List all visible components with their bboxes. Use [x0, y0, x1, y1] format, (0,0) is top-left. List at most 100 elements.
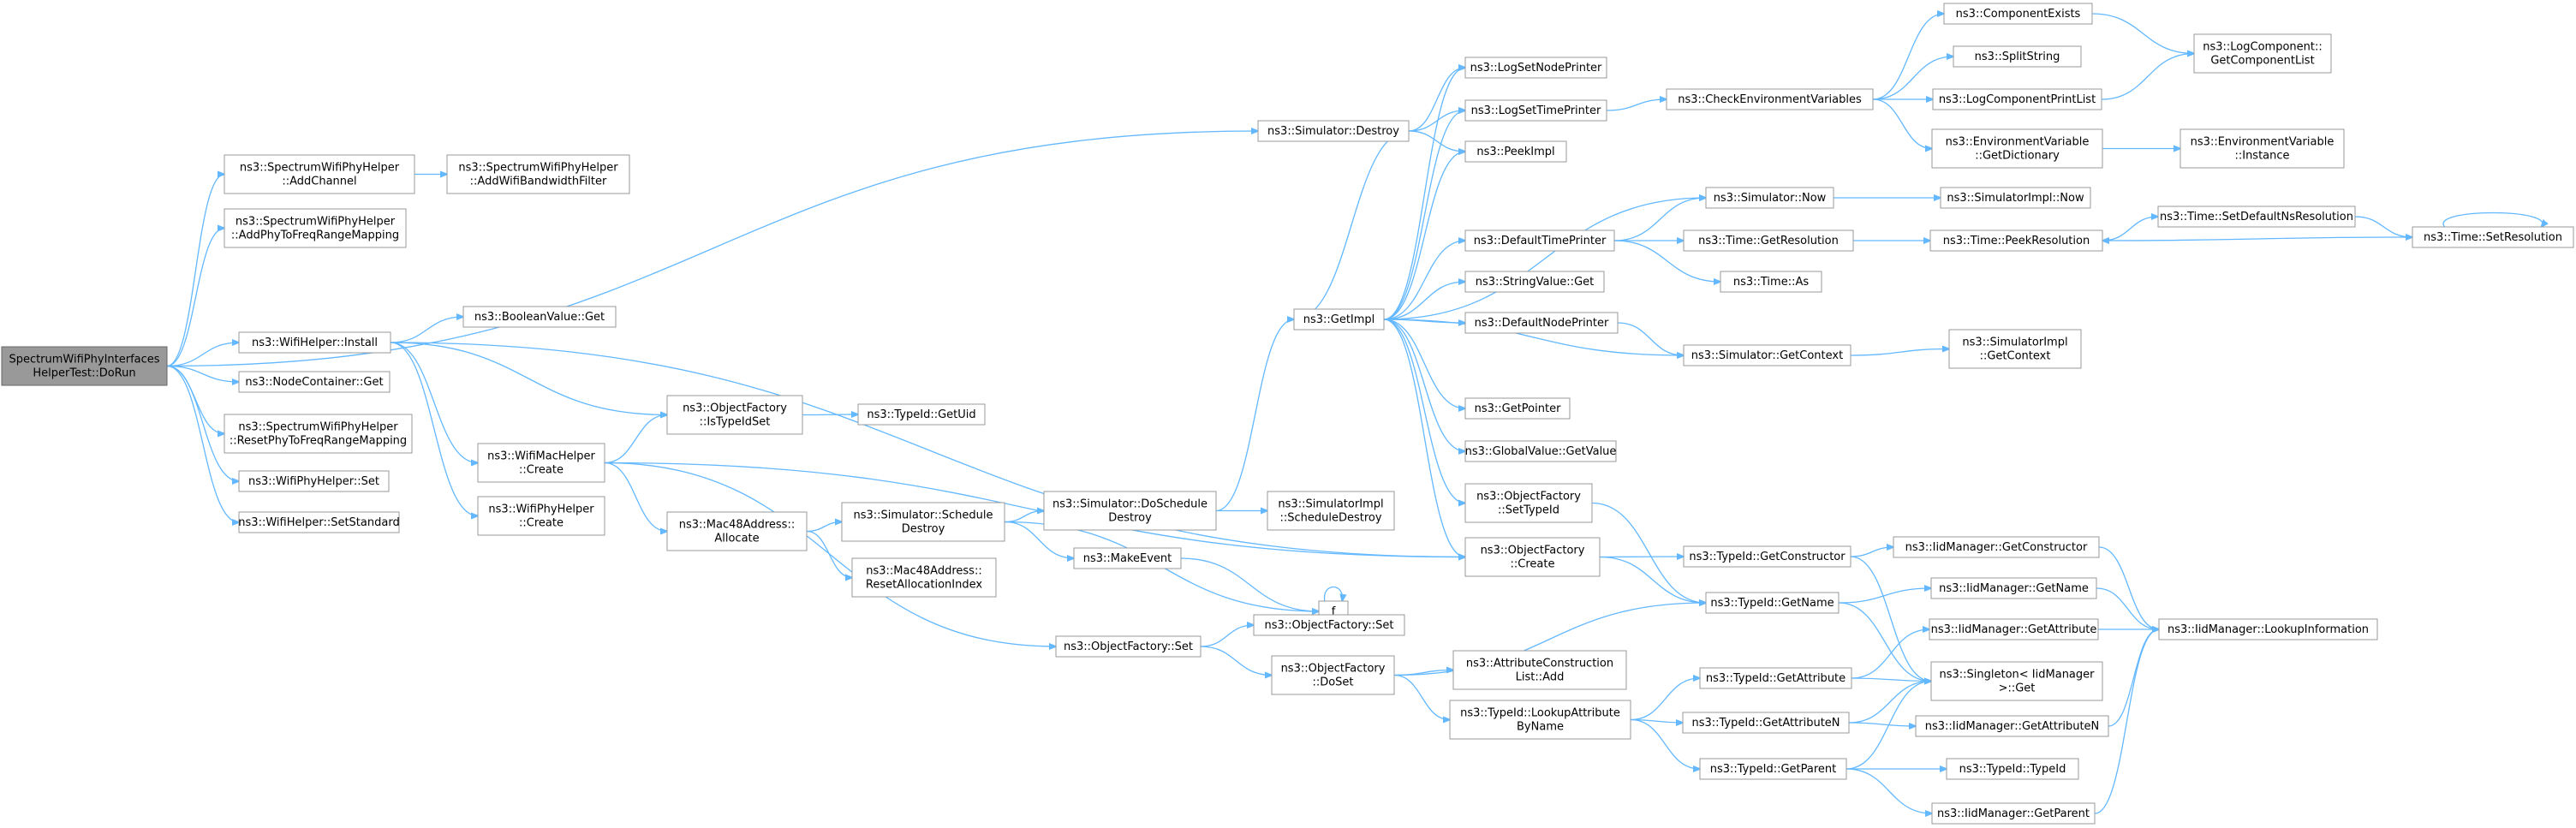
node-label-line: ::IsTypeIdSet — [700, 416, 771, 429]
node-box — [1464, 440, 1617, 462]
node-label-line: ns3::Simulator::DoSchedule — [1052, 498, 1208, 511]
edge-n-maccreate-to-n-ofset — [604, 462, 1056, 647]
node-label-line: ns3::ComponentExists — [1956, 8, 2081, 21]
graph-node-ns3-logcomponent-getcomponentlist[interactable]: ns3::LogComponent::GetComponentList — [2193, 33, 2332, 74]
graph-node-ns3-simulator-destroy[interactable]: ns3::Simulator::Destroy — [1257, 120, 1410, 142]
node-box — [2412, 226, 2574, 248]
graph-node-ns3-spectrumwifiphyhelper-resetphytofreqrangemapping[interactable]: ns3::SpectrumWifiPhyHelper::ResetPhyToFr… — [224, 414, 413, 454]
edge-n-tidgetattrn-to-n-iidgetattrn — [1848, 722, 1916, 726]
node-box — [1452, 650, 1627, 690]
edge-n-tidgetattrn-to-n-singleton — [1848, 682, 1931, 724]
graph-node-ns3-environmentvariable-getdictionary[interactable]: ns3::EnvironmentVariable::GetDictionary — [1931, 128, 2103, 169]
graph-node-ns3-spectrumwifiphyhelper-addwifibandwidthfilter[interactable]: ns3::SpectrumWifiPhyHelper::AddWifiBandw… — [446, 154, 630, 194]
edge-n-getimpl-to-n-strget — [1383, 282, 1465, 320]
node-label-line: ns3::WifiHelper::SetStandard — [238, 516, 399, 529]
node-box — [1, 346, 168, 386]
node-label-line: ::Create — [519, 464, 564, 477]
graph-node-ns3-logsetnodeprinter[interactable]: ns3::LogSetNodePrinter — [1464, 57, 1607, 79]
graph-node-ns3-objectfactory-set[interactable]: ns3::ObjectFactory::Set — [1253, 614, 1405, 636]
graph-node-ns3-typeid-getuid[interactable]: ns3::TypeId::GetUid — [857, 403, 986, 426]
graph-node-ns3-simulatorimpl-getcontext[interactable]: ns3::SimulatorImpl::GetContext — [1948, 329, 2082, 369]
graph-node-ns3-typeid-getattribute[interactable]: ns3::TypeId::GetAttribute — [1699, 667, 1852, 689]
graph-node-ns3-iidmanager-getparent[interactable]: ns3::IidManager::GetParent — [1931, 802, 2096, 825]
node-label-line: ns3::Mac48Address:: — [679, 519, 795, 532]
node-box — [1055, 635, 1202, 658]
graph-node-ns3-iidmanager-lookupinformation[interactable]: ns3::IidManager::LookupInformation — [2158, 618, 2378, 640]
graph-node-ns3-singleton-iidmanager-get[interactable]: ns3::Singleton< IidManager >::Get — [1930, 661, 2103, 701]
graph-node-ns3-mac48address-allocate[interactable]: ns3::Mac48Address::Allocate — [666, 511, 808, 551]
graph-node-ns3-time-setdefaultnsresolution[interactable]: ns3::Time::SetDefaultNsResolution — [2157, 206, 2356, 228]
graph-node-ns3-objectfactory-set[interactable]: ns3::ObjectFactory::Set — [1055, 635, 1202, 658]
graph-node-ns3-wifihelper-install[interactable]: ns3::WifiHelper::Install — [238, 331, 391, 354]
graph-node-ns3-checkenvironmentvariables[interactable]: ns3::CheckEnvironmentVariables — [1666, 88, 1874, 110]
node-label-line: ns3::Simulator::Now — [1714, 192, 1827, 205]
graph-node-ns3-simulatorimpl-now[interactable]: ns3::SimulatorImpl::Now — [1940, 187, 2091, 209]
graph-node-ns3-spectrumwifiphyhelper-addphytofreqrangemapping[interactable]: ns3::SpectrumWifiPhyHelper::AddPhyToFreq… — [224, 208, 407, 248]
graph-node-ns3-iidmanager-getconstructor[interactable]: ns3::IidManager::GetConstructor — [1893, 536, 2100, 558]
node-box — [1464, 140, 1567, 163]
graph-node-spectrumwifiphyinterfaces-helpertest-dorun[interactable]: SpectrumWifiPhyInterfacesHelperTest::DoR… — [1, 346, 168, 386]
node-box — [1683, 545, 1852, 568]
edge-n-ofset-to-n-ofset2 — [1200, 625, 1254, 647]
graph-node-ns3-objectfactory-doset[interactable]: ns3::ObjectFactory::DoSet — [1271, 655, 1395, 695]
graph-node-ns3-time-as[interactable]: ns3::Time::As — [1720, 271, 1822, 293]
edge-n-tidgetattr-to-n-singleton — [1851, 678, 1931, 682]
edge-n-getimpl-to-n-defaulttime — [1383, 241, 1465, 320]
graph-node-ns3-typeid-getattributen[interactable]: ns3::TypeId::GetAttributeN — [1682, 712, 1850, 734]
graph-node-ns3-globalvalue-getvalue[interactable]: ns3::GlobalValue::GetValue — [1464, 440, 1617, 462]
graph-node-ns3-defaulttimeprinter[interactable]: ns3::DefaultTimePrinter — [1464, 229, 1615, 252]
graph-node-ns3-simulator-getcontext[interactable]: ns3::Simulator::GetContext — [1683, 344, 1852, 366]
node-label-line: ns3::LogSetNodePrinter — [1470, 62, 1602, 74]
graph-node-ns3-splitstring[interactable]: ns3::SplitString — [1953, 45, 2082, 68]
graph-node-ns3-time-peekresolution[interactable]: ns3::Time::PeekResolution — [1929, 229, 2103, 252]
graph-node-ns3-stringvalue-get[interactable]: ns3::StringValue::Get — [1464, 271, 1605, 293]
graph-node-ns3-mac48address-resetallocationindex[interactable]: ns3::Mac48Address::ResetAllocationIndex — [851, 557, 997, 598]
graph-node-ns3-typeid-getname[interactable]: ns3::TypeId::GetName — [1705, 592, 1840, 614]
node-label-line: ns3::IidManager::LookupInformation — [2168, 623, 2369, 636]
graph-node-ns3-objectfactory-istypeidset[interactable]: ns3::ObjectFactory::IsTypeIdSet — [666, 395, 803, 435]
graph-node-ns3-makeevent[interactable]: ns3::MakeEvent — [1073, 547, 1182, 569]
graph-node-ns3-simulatorimpl-scheduledestroy[interactable]: ns3::SimulatorImpl::ScheduleDestroy — [1267, 491, 1395, 531]
graph-node-ns3-objectfactory-create[interactable]: ns3::ObjectFactory::Create — [1464, 537, 1601, 577]
graph-node-ns3-wifiphyhelper-create[interactable]: ns3::WifiPhyHelper::Create — [477, 496, 605, 536]
graph-node-ns3-typeid-typeid[interactable]: ns3::TypeId::TypeId — [1946, 758, 2079, 780]
graph-node-ns3-logsettimeprinter[interactable]: ns3::LogSetTimePrinter — [1464, 99, 1607, 122]
node-label-line: ::Instance — [2234, 150, 2289, 163]
node-box — [1293, 308, 1385, 331]
graph-node-ns3-wifihelper-setstandard[interactable]: ns3::WifiHelper::SetStandard — [238, 511, 400, 533]
graph-node-ns3-wifiphyhelper-set[interactable]: ns3::WifiPhyHelper::Set — [238, 470, 390, 492]
edge-n-simdestroy-to-n-getimpl — [1294, 130, 1410, 319]
graph-node-ns3-componentexists[interactable]: ns3::ComponentExists — [1943, 3, 2093, 25]
edge-n-tidgetparent-to-n-iidgetparent — [1846, 768, 1932, 813]
node-box — [1943, 3, 2093, 25]
graph-node-ns3-wifimachelper-create[interactable]: ns3::WifiMacHelper::Create — [477, 443, 605, 483]
graph-node-ns3-defaultnodeprinter[interactable]: ns3::DefaultNodePrinter — [1464, 312, 1619, 334]
graph-node-ns3-iidmanager-getattributen[interactable]: ns3::IidManager::GetAttributeN — [1915, 715, 2109, 737]
graph-node-ns3-iidmanager-getattribute[interactable]: ns3::IidManager::GetAttribute — [1929, 618, 2099, 640]
graph-node-ns3-simulator-now[interactable]: ns3::Simulator::Now — [1705, 187, 1834, 209]
graph-node-ns3-time-setresolution[interactable]: ns3::Time::SetResolution — [2412, 226, 2574, 248]
graph-node-ns3-typeid-getconstructor[interactable]: ns3::TypeId::GetConstructor — [1683, 545, 1852, 568]
node-label-line: ns3::WifiPhyHelper — [488, 503, 594, 516]
graph-node-ns3-objectfactory-settypeid[interactable]: ns3::ObjectFactory::SetTypeId — [1464, 483, 1593, 523]
graph-node-ns3-spectrumwifiphyhelper-addchannel[interactable]: ns3::SpectrumWifiPhyHelper::AddChannel — [224, 154, 415, 194]
node-label-line: ns3::Time::PeekResolution — [1943, 235, 2090, 247]
graph-node-ns3-time-getresolution[interactable]: ns3::Time::GetResolution — [1683, 229, 1854, 252]
graph-node-ns3-environmentvariable-instance[interactable]: ns3::EnvironmentVariable::Instance — [2179, 128, 2345, 169]
node-box — [1253, 614, 1405, 636]
graph-node-ns3-iidmanager-getname[interactable]: ns3::IidManager::GetName — [1930, 577, 2097, 599]
graph-node-ns3-getimpl[interactable]: ns3::GetImpl — [1293, 308, 1385, 331]
node-box — [857, 403, 986, 426]
graph-node-ns3-peekimpl[interactable]: ns3::PeekImpl — [1464, 140, 1567, 163]
graph-node-ns3-booleanvalue-get[interactable]: ns3::BooleanValue::Get — [462, 306, 617, 328]
node-box — [1073, 547, 1182, 569]
graph-node-ns3-nodecontainer-get[interactable]: ns3::NodeContainer::Get — [238, 371, 391, 393]
graph-node-ns3-simulator-schedule-destroy[interactable]: ns3::Simulator::ScheduleDestroy — [841, 502, 1005, 542]
graph-node-ns3-typeid-getparent[interactable]: ns3::TypeId::GetParent — [1699, 758, 1847, 780]
edge-n-doschedd-to-n-getimpl — [1215, 319, 1294, 512]
graph-node-ns3-logcomponentprintlist[interactable]: ns3::LogComponentPrintList — [1932, 88, 2102, 110]
graph-node-ns3-getpointer[interactable]: ns3::GetPointer — [1464, 397, 1571, 420]
